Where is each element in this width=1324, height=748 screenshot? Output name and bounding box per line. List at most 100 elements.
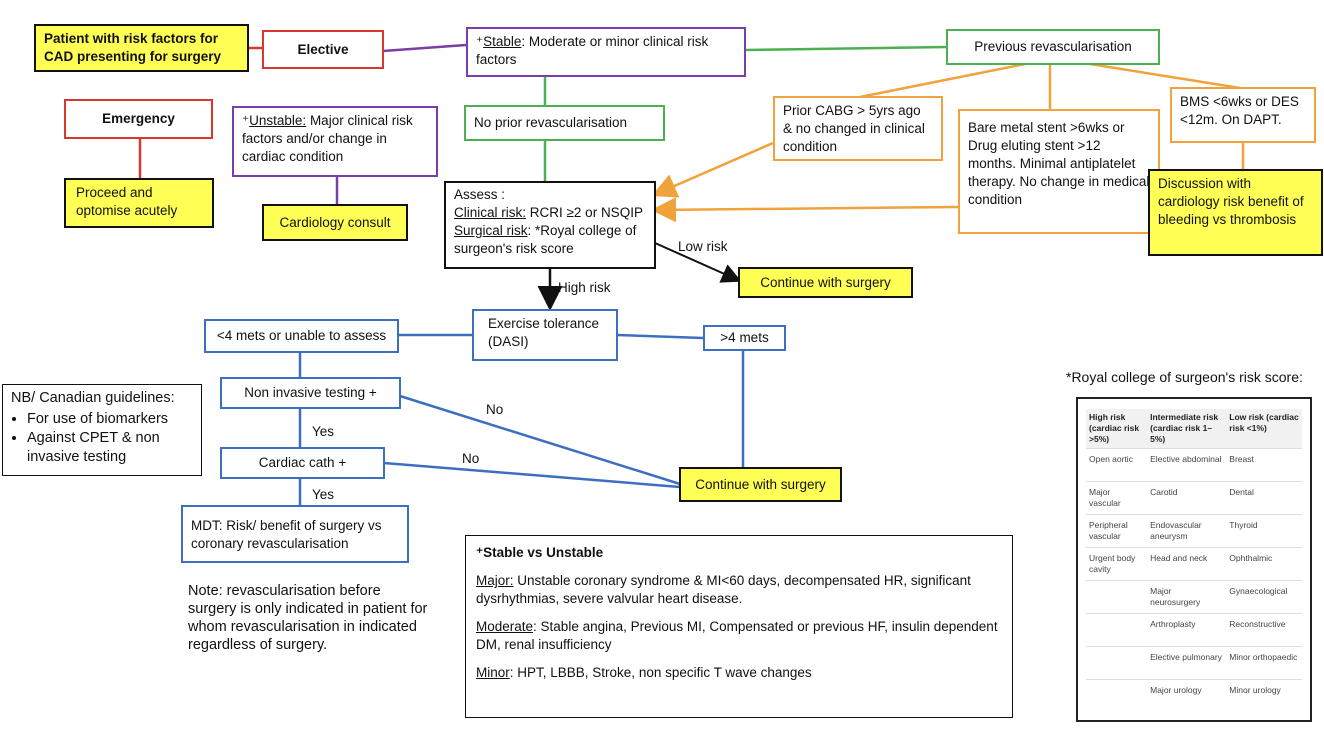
- legend-title-prefix: ⁺: [476, 545, 484, 560]
- table-cell: Major vascular: [1086, 481, 1148, 515]
- node-emergency: Emergency: [64, 99, 213, 139]
- label-no-1: No: [486, 402, 504, 417]
- label-no-2: No: [462, 451, 480, 466]
- label-low-risk: Low risk: [678, 239, 728, 254]
- node-continue-2-text: Continue with surgery: [695, 476, 826, 492]
- node-more4: >4 mets: [703, 325, 786, 351]
- table-cell: Peripheral vascular: [1086, 514, 1148, 548]
- table-cell: Reconstructive: [1226, 613, 1302, 647]
- node-prior-cabg: Prior CABG > 5yrs ago & no changed in cl…: [773, 96, 943, 161]
- unstable-prefix: ⁺: [242, 113, 250, 128]
- node-more4-text: >4 mets: [720, 330, 769, 345]
- stable-text: : Moderate or minor clinical risk factor…: [476, 34, 709, 67]
- header-intermediate-risk: Intermediate risk (cardiac risk 1–5%): [1147, 409, 1227, 449]
- edge-elective-stable: [382, 43, 467, 53]
- stable-vs-unstable-legend: ⁺Stable vs Unstable Major: Unstable coro…: [465, 535, 1013, 718]
- node-mdt-text: MDT: Risk/ benefit of surgery vs coronar…: [191, 518, 382, 551]
- node-prior-cabg-text: Prior CABG > 5yrs ago & no changed in cl…: [783, 103, 925, 154]
- node-less4: <4 mets or unable to assess: [204, 319, 399, 353]
- legend-major-label: Major:: [476, 573, 514, 588]
- node-continue-1: Continue with surgery: [738, 267, 913, 298]
- table-cell: Carotid: [1147, 481, 1227, 515]
- assess-surgical-label: Surgical risk: [454, 223, 528, 238]
- table-cell: Head and neck: [1147, 547, 1227, 581]
- header-low-risk: Low risk (cardiac risk <1%): [1226, 409, 1302, 449]
- node-exercise: Exercise tolerance (DASI): [472, 309, 618, 361]
- table-cell: Breast: [1226, 448, 1302, 482]
- label-yes-1: Yes: [312, 424, 335, 439]
- assess-clinical-label: Clinical risk:: [454, 205, 527, 220]
- node-non-invasive-text: Non invasive testing +: [244, 385, 377, 400]
- risk-score-table: High risk (cardiac risk >5%) Intermediat…: [1076, 397, 1312, 722]
- table-cell: Arthroplasty: [1147, 613, 1227, 647]
- edge-assess-continue: [654, 242, 742, 283]
- edge-exercise-more4: [616, 333, 704, 340]
- node-emergency-text: Emergency: [102, 111, 175, 126]
- node-previous-revasc-text: Previous revascularisation: [974, 39, 1132, 54]
- edge-noninvasive-continue: [399, 394, 681, 486]
- unstable-text: Major clinical risk factors and/or chang…: [242, 113, 413, 164]
- node-elective: Elective: [262, 30, 384, 69]
- node-bare-metal-text: Bare metal stent >6wks or Drug eluting s…: [968, 120, 1150, 207]
- table-cell: Major neurosurgery: [1147, 580, 1227, 614]
- node-continue-2: Continue with surgery: [679, 467, 842, 502]
- table-cell: Open aortic: [1086, 448, 1148, 482]
- edge-previous-bms: [1089, 62, 1241, 90]
- risk-score-title: *Royal college of surgeon's risk score:: [1066, 369, 1303, 385]
- table-cell: [1086, 580, 1148, 614]
- legend-moderate-text: : Stable angina, Previous MI, Compensate…: [476, 619, 998, 652]
- node-continue-1-text: Continue with surgery: [760, 274, 891, 290]
- note-text: Note: revascularisation before surgery i…: [188, 583, 428, 653]
- node-no-prior: No prior revascularisation: [464, 105, 665, 141]
- node-assess: Assess : Clinical risk: RCRI ≥2 or NSQIP…: [444, 181, 656, 269]
- nb-canadian-guidelines: NB/ Canadian guidelines: For use of biom…: [2, 384, 202, 476]
- label-yes-2: Yes: [312, 487, 335, 502]
- table-cell: Elective abdominal: [1147, 448, 1227, 482]
- node-non-invasive: Non invasive testing +: [220, 377, 401, 409]
- legend-minor-label: Minor: [476, 665, 510, 680]
- node-unstable: ⁺Unstable: Major clinical risk factors a…: [232, 106, 438, 177]
- table-cell: Major urology: [1147, 679, 1227, 712]
- node-less4-text: <4 mets or unable to assess: [216, 328, 387, 343]
- legend-moderate-label: Moderate: [476, 619, 534, 634]
- table-cell: Elective pulmonary: [1147, 646, 1227, 680]
- table-cell: Minor urology: [1226, 679, 1302, 712]
- node-stable: ⁺Stable: Moderate or minor clinical risk…: [466, 27, 746, 77]
- table-cell: Endovascular aneurysm: [1147, 514, 1227, 548]
- edge-cabg-assess: [651, 141, 774, 198]
- table-cell: [1086, 646, 1148, 680]
- table-cell: Gynaecological: [1226, 580, 1302, 614]
- node-patient: Patient with risk factors for CAD presen…: [34, 24, 249, 72]
- label-high-risk: High risk: [558, 280, 611, 295]
- node-bare-metal: Bare metal stent >6wks or Drug eluting s…: [958, 109, 1160, 234]
- edge-previous-cabg: [859, 62, 1026, 99]
- node-cardiac-cath-text: Cardiac cath +: [258, 455, 347, 470]
- node-patient-text: Patient with risk factors for CAD presen…: [44, 31, 222, 64]
- node-proceed: Proceed and optomise acutely: [64, 178, 214, 228]
- node-mdt: MDT: Risk/ benefit of surgery vs coronar…: [181, 505, 409, 563]
- table-cell: [1086, 679, 1148, 712]
- node-cardiology-consult-text: Cardiology consult: [279, 214, 391, 230]
- node-discussion: Discussion with cardiology risk benefit …: [1148, 169, 1323, 256]
- stable-prefix: ⁺: [476, 34, 484, 49]
- legend-major-text: Unstable coronary syndrome & MI<60 days,…: [476, 573, 971, 606]
- legend-minor-text: : HPT, LBBB, Stroke, non specific T wave…: [509, 665, 812, 680]
- node-no-prior-text: No prior revascularisation: [474, 115, 628, 130]
- node-cardiac-cath: Cardiac cath +: [220, 447, 385, 479]
- node-proceed-text: Proceed and optomise acutely: [76, 185, 178, 218]
- unstable-label: Unstable:: [249, 113, 307, 128]
- table-cell: [1086, 613, 1148, 647]
- edge-cath-continue: [383, 461, 681, 489]
- nb-list: For use of biomarkers Against CPET & non…: [11, 410, 193, 467]
- node-previous-revasc: Previous revascularisation: [946, 29, 1160, 65]
- legend-title: Stable vs Unstable: [483, 545, 604, 560]
- table-cell: Minor orthopaedic: [1226, 646, 1302, 680]
